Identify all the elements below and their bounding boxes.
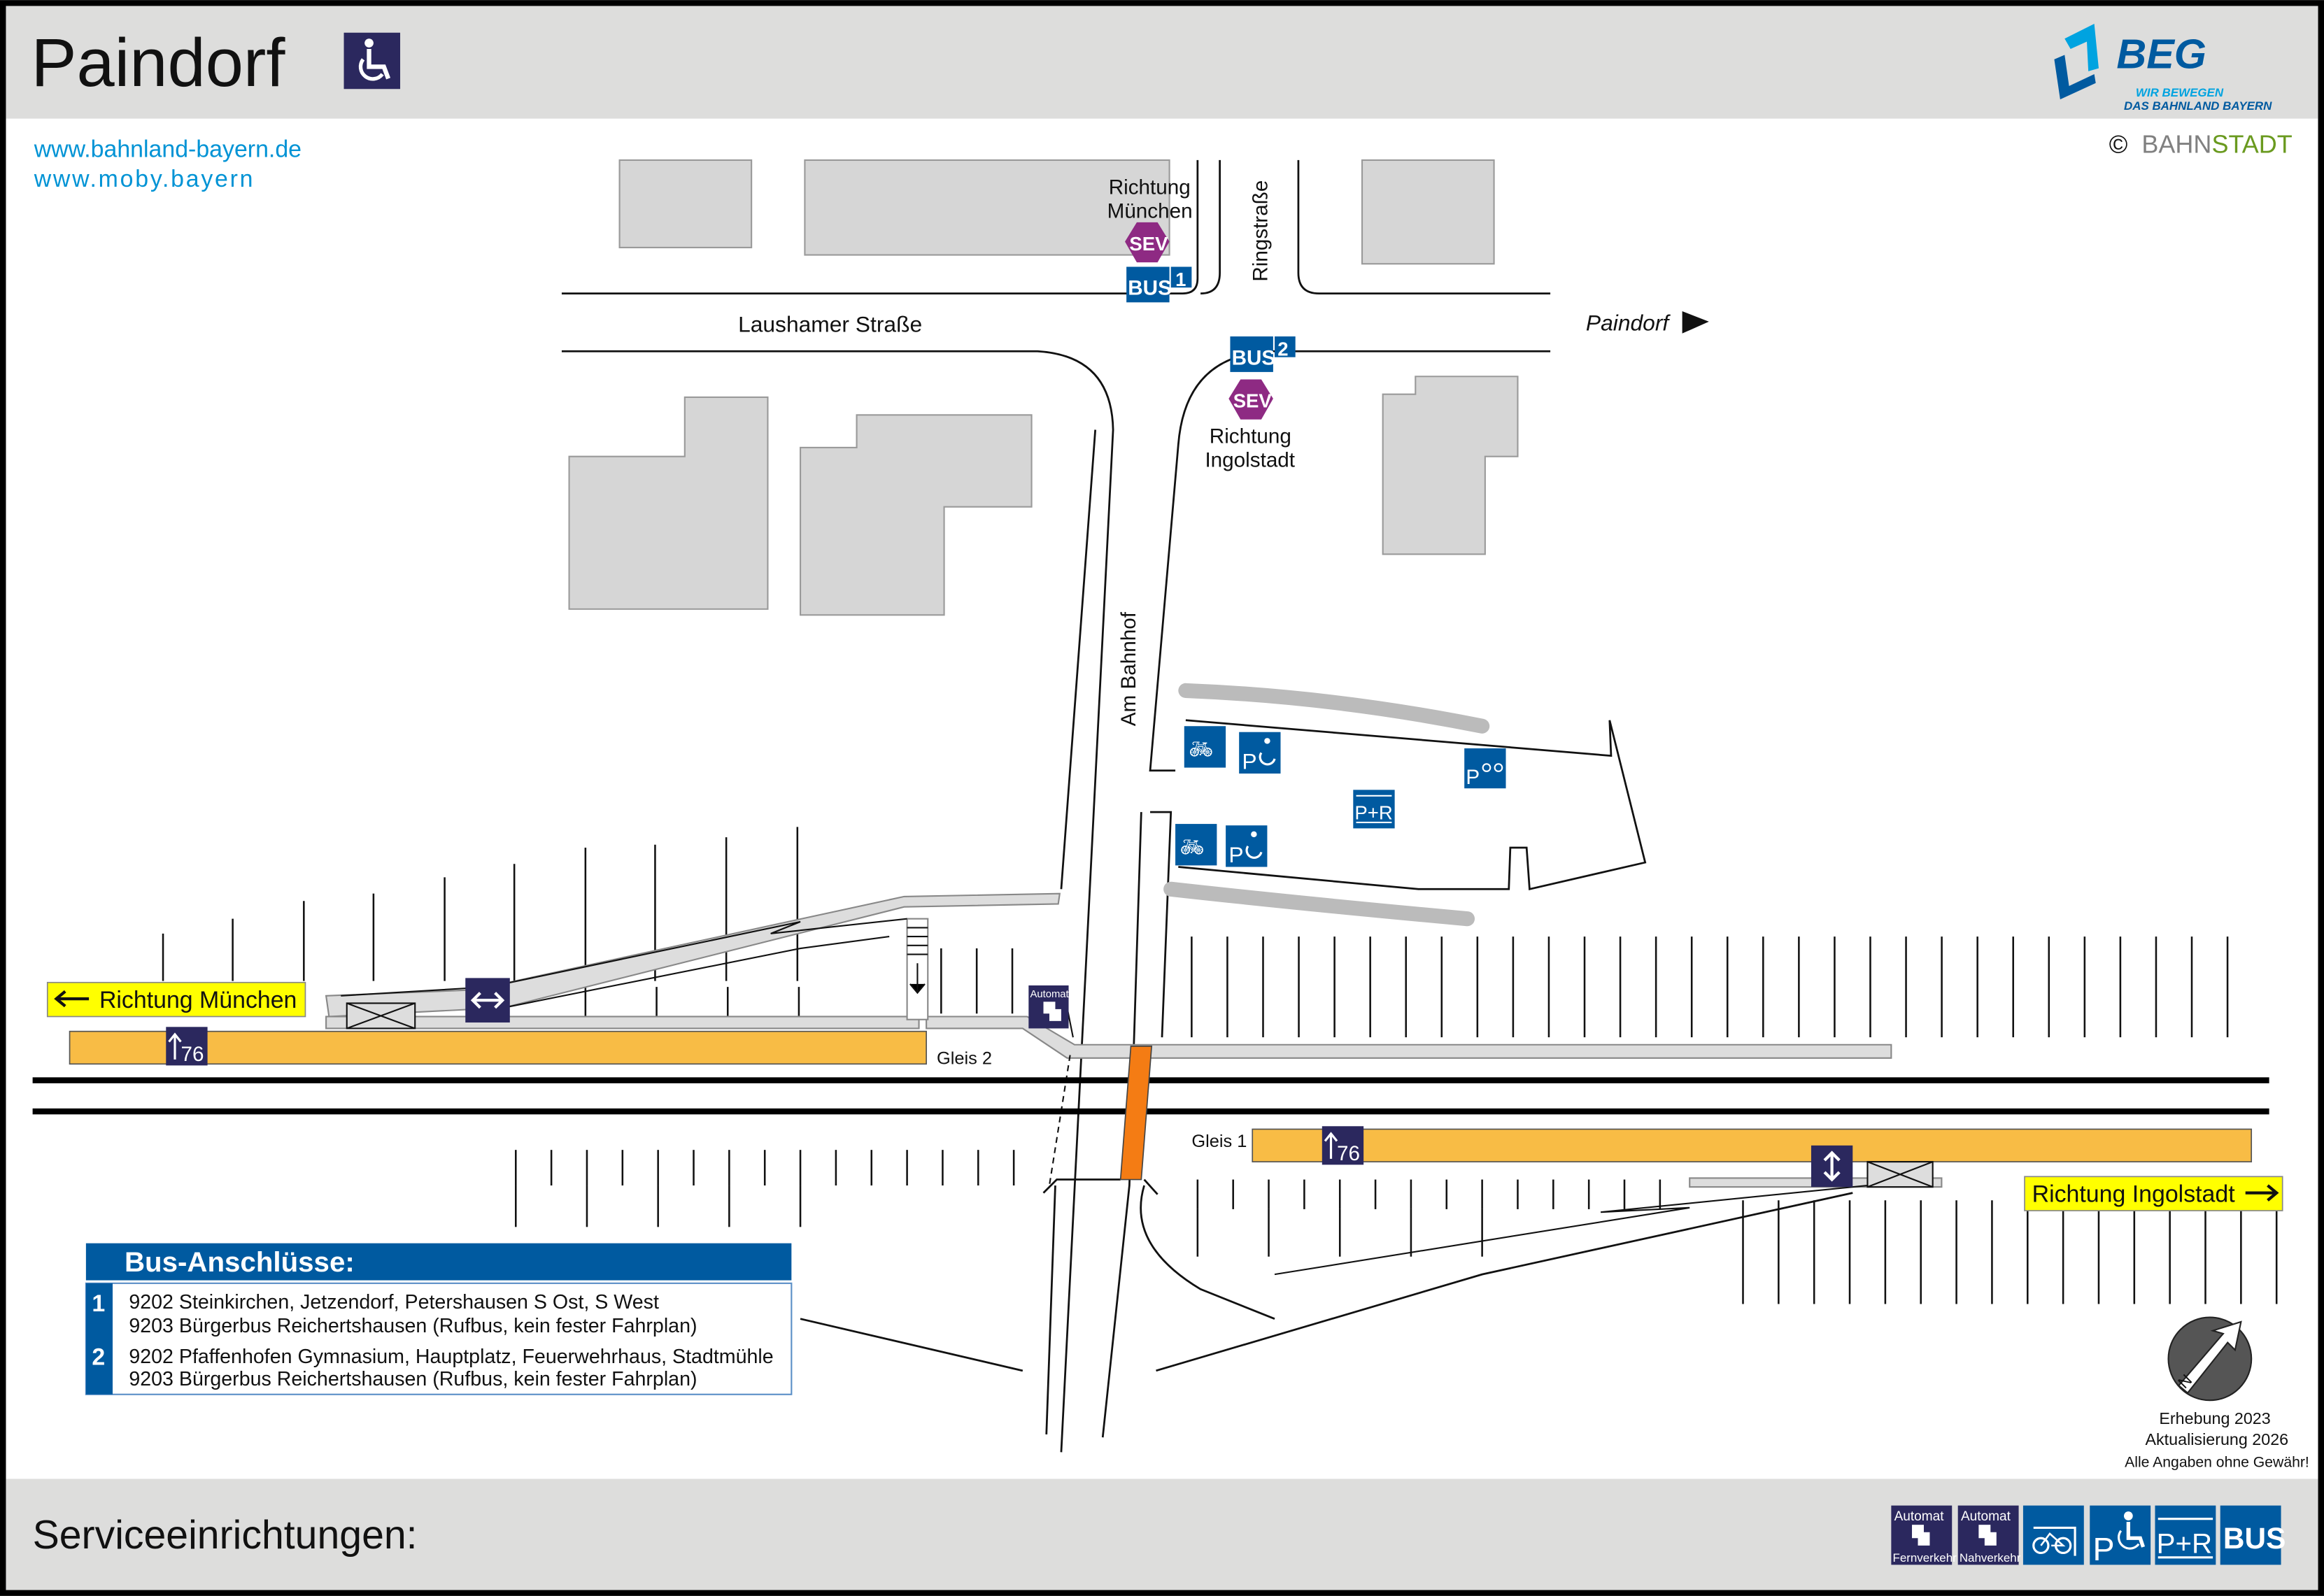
page-title: Paindorf — [31, 24, 285, 101]
platform-gleis-2 — [69, 1030, 927, 1065]
svg-text:🚲︎: 🚲︎ — [1189, 739, 1213, 760]
platform-height-icon: 76 — [1322, 1126, 1364, 1165]
svg-text:P: P — [1242, 749, 1256, 774]
link-moby[interactable]: www.moby.bayern — [34, 166, 255, 192]
footer-icons: Automat Fernverkehr Automat Nahverkehr P — [1891, 1505, 2286, 1567]
street-ringstrasse: Ringstraße — [1249, 180, 1272, 282]
disclaimer: Alle Angaben ohne Gewähr! — [2125, 1455, 2309, 1471]
svg-text:Richtung München: Richtung München — [99, 987, 297, 1013]
disabled-parking-icon: P — [1239, 732, 1281, 774]
survey-date: Erhebung 2023 — [2159, 1409, 2270, 1427]
svg-text:9203 Bürgerbus Reichertshausen: 9203 Bürgerbus Reichertshausen (Rufbus, … — [129, 1368, 697, 1390]
link-bahnland[interactable]: www.bahnland-bayern.de — [34, 136, 302, 163]
svg-text:Paindorf: Paindorf — [1586, 311, 1671, 336]
svg-text:P: P — [1466, 766, 1480, 789]
bus-table-title: Bus-Anschlüsse: — [125, 1246, 355, 1278]
street-am-bahnhof: Am Bahnhof — [1117, 611, 1140, 726]
tree-lines — [162, 827, 2278, 1304]
svg-text:Fernverkehr: Fernverkehr — [1892, 1551, 1957, 1565]
svg-text:P+R: P+R — [1354, 802, 1392, 824]
street-laushamer: Laushamer Straße — [738, 312, 922, 337]
svg-text:BEG: BEG — [2116, 31, 2206, 78]
svg-text:P: P — [1228, 842, 1243, 867]
update-date: Aktualisierung 2026 — [2146, 1430, 2289, 1448]
svg-text:Automat: Automat — [1961, 1509, 2011, 1524]
crossover-icon — [465, 978, 510, 1023]
svg-text:BUS: BUS — [2223, 1522, 2286, 1555]
ticket-machine-long-distance-icon: Automat Fernverkehr — [1891, 1505, 1957, 1565]
platform-gleis-1 — [1252, 1128, 2253, 1162]
bahnstadt-copyright: © BAHNSTADT — [2109, 129, 2293, 158]
roads — [561, 159, 1853, 1453]
svg-text:9203 Bürgerbus Reichertshausen: 9203 Bürgerbus Reichertshausen (Rufbus, … — [129, 1315, 697, 1337]
svg-text:P+R: P+R — [2157, 1527, 2212, 1559]
svg-text:1: 1 — [1175, 269, 1186, 290]
bus-connections-table: Bus-Anschlüsse: 1 9202 Steinkirchen, Jet… — [85, 1243, 793, 1395]
svg-text:BAHNSTADT: BAHNSTADT — [2141, 129, 2292, 158]
svg-text:2: 2 — [92, 1344, 105, 1370]
wheelchair-icon — [343, 32, 401, 90]
svg-text:Ingolstadt: Ingolstadt — [1205, 448, 1295, 471]
park-and-ride-icon: P+R — [2155, 1505, 2216, 1565]
svg-text:SEV: SEV — [1233, 390, 1273, 412]
direction-muenchen: Richtung München — [46, 981, 306, 1018]
north-arrow-icon: N — [2167, 1316, 2253, 1402]
svg-text:DAS BAHNLAND BAYERN: DAS BAHNLAND BAYERN — [2124, 99, 2272, 113]
svg-text:München: München — [1107, 200, 1193, 223]
waiting-shelter — [346, 1002, 1934, 1188]
bike-parking-icon: 🚲︎ — [1175, 824, 1217, 866]
bus-icon — [1126, 266, 1170, 303]
buildings — [568, 159, 1519, 616]
underpass-ramp-lines — [341, 918, 1868, 1276]
bus-icon — [1230, 336, 1273, 372]
ticket-machine-icon[interactable]: Automat — [1028, 985, 1070, 1029]
bus-stop-1[interactable]: Richtung München SEV BUS 1 — [1107, 176, 1193, 303]
svg-text:Richtung: Richtung — [1109, 176, 1191, 199]
svg-text:WIR BEWEGEN: WIR BEWEGEN — [2136, 86, 2224, 99]
label-gleis-1: Gleis 1 — [1191, 1132, 1247, 1151]
hedges — [1163, 683, 1490, 927]
svg-text:1: 1 — [92, 1290, 105, 1317]
svg-text:🚲︎: 🚲︎ — [1179, 836, 1204, 857]
svg-text:Automat: Automat — [1030, 989, 1069, 1000]
svg-text:SEV: SEV — [1129, 233, 1168, 255]
svg-text:9202 Pfaffenhofen Gymnasium, H: 9202 Pfaffenhofen Gymnasium, Hauptplatz,… — [129, 1346, 773, 1368]
svg-text:76: 76 — [1337, 1142, 1360, 1165]
label-gleis-2: Gleis 2 — [937, 1048, 992, 1068]
svg-text:BUS: BUS — [1232, 346, 1276, 369]
park-and-ride-icon: P+R — [1353, 790, 1395, 829]
level-crossing — [1119, 1046, 1153, 1181]
beg-logo: BEG WIR BEWEGEN DAS BAHNLAND BAYERN — [2054, 24, 2272, 113]
svg-text:Richtung Ingolstadt: Richtung Ingolstadt — [2032, 1181, 2236, 1207]
svg-text:P: P — [2092, 1531, 2114, 1567]
bus-icon: BUS — [2220, 1505, 2286, 1565]
svg-text:BUS: BUS — [1128, 277, 1172, 300]
direction-ingolstadt: Richtung Ingolstadt — [2024, 1176, 2283, 1211]
sev-icon — [1228, 379, 1273, 420]
ticket-machine-regional-icon: Automat Nahverkehr — [1957, 1505, 2021, 1565]
svg-text:Nahverkehr: Nahverkehr — [1960, 1551, 2021, 1565]
platform-height-icon: 76 — [166, 1027, 208, 1066]
stairs-icon — [907, 927, 928, 995]
bus-stop-2[interactable]: BUS 2 SEV Richtung Ingolstadt — [1205, 336, 1296, 471]
elevator-icon — [1811, 1145, 1853, 1188]
bike-parking-icon — [2022, 1505, 2084, 1565]
svg-text:2: 2 — [1277, 339, 1288, 360]
sev-icon — [1125, 222, 1170, 263]
svg-text:Richtung: Richtung — [1210, 425, 1291, 448]
footer-title: Serviceeinrichtungen: — [33, 1513, 418, 1558]
motorbike-parking-icon: P — [1464, 748, 1506, 789]
svg-text:©: © — [2109, 129, 2128, 158]
svg-text:76: 76 — [180, 1043, 204, 1066]
disabled-parking-icon: P — [2090, 1505, 2151, 1567]
disabled-parking-icon: P — [1226, 825, 1268, 867]
bike-parking-icon: 🚲︎ — [1184, 726, 1226, 768]
svg-text:Automat: Automat — [1894, 1509, 1945, 1524]
svg-text:9202 Steinkirchen, Jetzendorf,: 9202 Steinkirchen, Jetzendorf, Petershau… — [129, 1291, 659, 1313]
direction-paindorf: Paindorf — [1586, 311, 1709, 336]
